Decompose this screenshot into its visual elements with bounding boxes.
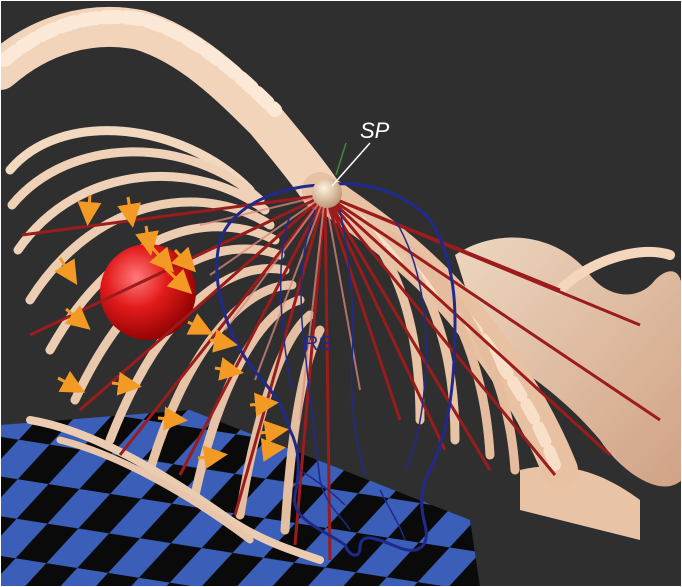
sp-label: SP bbox=[360, 118, 390, 143]
rs-label: RS bbox=[304, 333, 332, 355]
sp-sphere bbox=[312, 178, 342, 208]
